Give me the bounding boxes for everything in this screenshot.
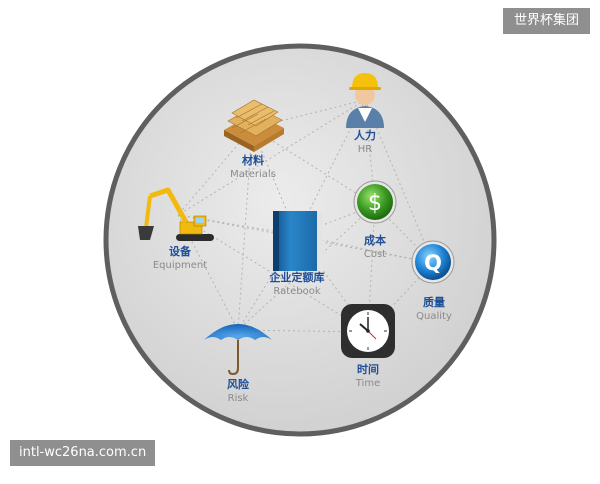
ratebook-label-zh: 企业定额库: [269, 271, 325, 284]
node-cost: 成本 Cost: [320, 234, 430, 261]
clock-icon: [341, 304, 395, 358]
ratebook-label-en: Ratebook: [273, 286, 321, 297]
node-time: 时间 Time: [313, 363, 423, 390]
dollar-coin-icon: $: [353, 180, 397, 224]
book-icon: [273, 211, 323, 273]
node-quality: 质量 Quality: [379, 296, 489, 323]
materials-label-zh: 材料: [242, 154, 264, 167]
svg-text:$: $: [368, 191, 382, 216]
node-hr: 人力 HR: [310, 129, 420, 156]
lumber-stack-icon: [224, 99, 284, 152]
q-badge-icon: Q: [411, 240, 455, 284]
materials-label-en: Materials: [230, 169, 276, 180]
cost-label-zh: 成本: [364, 234, 386, 247]
quality-label-en: Quality: [416, 311, 452, 322]
excavator-icon: [138, 187, 214, 241]
risk-label-en: Risk: [227, 393, 249, 404]
svg-text:Q: Q: [424, 251, 442, 275]
watermark-url: intl-wc26na.com.cn: [10, 440, 156, 466]
node-equipment: 设备 Equipment: [125, 245, 235, 272]
node-risk: 风险 Risk: [183, 378, 293, 405]
brand-badge: 世界杯集团: [502, 8, 590, 34]
cost-label-en: Cost: [363, 249, 387, 260]
node-materials: 材料 Materials: [198, 154, 308, 181]
time-label-zh: 时间: [357, 363, 379, 376]
hr-label-zh: 人力: [354, 129, 376, 142]
node-ratebook: 企业定额库 Ratebook: [242, 271, 352, 298]
risk-label-zh: 风险: [227, 378, 249, 391]
umbrella-icon: [204, 324, 272, 376]
hr-label-en: HR: [357, 144, 373, 155]
worker-hardhat-icon: [346, 73, 384, 128]
equipment-label-zh: 设备: [169, 245, 191, 258]
quality-label-zh: 质量: [423, 296, 445, 309]
time-label-en: Time: [355, 378, 381, 389]
equipment-label-en: Equipment: [152, 260, 208, 271]
